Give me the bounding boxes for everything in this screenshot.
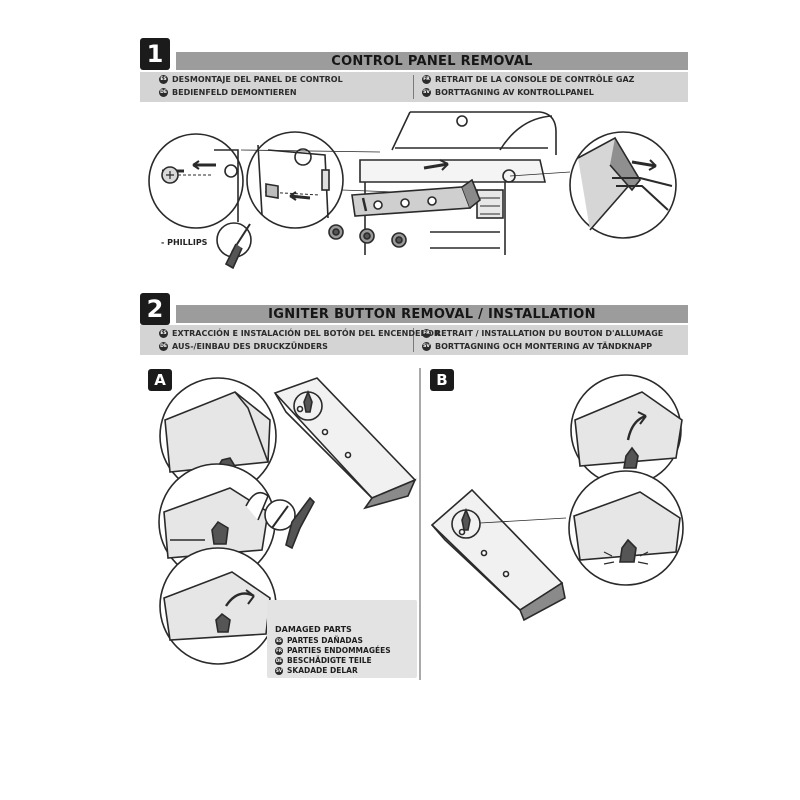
igniter-tray-b (430, 488, 566, 622)
step-2-translation-fr: FR RETRAIT / INSTALLATION DU BOUTON D'AL… (422, 329, 663, 338)
language-code-badge: SV (422, 88, 431, 97)
translation-text: AUS-/EINBAU DES DRUCKZÜNDERS (172, 342, 328, 351)
step-1-translations-panel (140, 72, 688, 102)
step-1-number: 1 (140, 38, 170, 70)
damaged-parts-row-sv: SV SKADADE DELAR (275, 666, 358, 675)
step-2-translation-de: DE AUS-/EINBAU DES DRUCKZÜNDERS (159, 342, 328, 351)
bracket-detail (246, 131, 344, 229)
language-code-badge: DE (159, 342, 168, 351)
translation-text: BEDIENFELD DEMONTIEREN (172, 88, 297, 97)
damaged-parts-text: SKADADE DELAR (287, 666, 358, 675)
damaged-parts-text: PARTES DAÑADAS (287, 636, 363, 645)
igniter-detail-b2 (568, 470, 684, 586)
damaged-parts-row-es: ES PARTES DAÑADAS (275, 636, 363, 645)
panel-b-label: B (430, 369, 454, 391)
control-knobs (328, 224, 407, 248)
step-2-translations-panel (140, 325, 688, 355)
wire-disconnect-detail (569, 131, 677, 239)
translation-text: BORTTAGNING AV KONTROLLPANEL (435, 88, 594, 97)
damaged-parts-row-fr: FR PARTIES ENDOMMAGÉES (275, 646, 391, 655)
step-2-translation-es: ES EXTRACCIÓN E INSTALACIÓN DEL BOTÓN DE… (159, 329, 440, 338)
translation-text: RETRAIT / INSTALLATION DU BOUTON D'ALLUM… (435, 329, 664, 338)
screw-removal-detail (148, 133, 244, 229)
step-2-translation-sv: SV BORTTAGNING OCH MONTERING AV TÄNDKNAP… (422, 342, 652, 351)
step-1-translation-es: ES DESMONTAJE DEL PANEL DE CONTROL (159, 75, 343, 84)
igniter-detail-b1 (570, 374, 683, 486)
damaged-parts-row-de: DE BESCHÄDIGTE TEILE (275, 656, 372, 665)
igniter-detail-a3 (159, 547, 277, 665)
translation-text: EXTRACCIÓN E INSTALACIÓN DEL BOTÓN DEL E… (172, 329, 441, 338)
language-code-badge: ES (159, 75, 168, 84)
igniter-tray-a (273, 377, 417, 510)
flat-screwdriver-icon (264, 496, 315, 550)
language-code-badge: ES (275, 636, 283, 645)
igniter-detail-a1 (159, 377, 277, 495)
panel-a-label: A (148, 369, 172, 391)
damaged-parts-title: DAMAGED PARTS (275, 625, 352, 634)
damaged-parts-box: DAMAGED PARTS ES PARTES DAÑADAS FR PARTI… (267, 600, 417, 678)
step-2-title: IGNITER BUTTON REMOVAL / INSTALLATION (176, 305, 688, 323)
igniter-detail-a2 (158, 463, 276, 581)
control-panel-part (351, 178, 481, 217)
language-code-badge: SV (275, 666, 283, 675)
translation-text: RETRAIT DE LA CONSOLE DE CONTRÔLE GAZ (435, 75, 635, 84)
phillips-tool-label: - PHILLIPS (161, 238, 208, 247)
step-1-translation-divider (413, 75, 414, 99)
step-2-translation-divider (413, 328, 414, 352)
phillips-screwdriver-icon (216, 222, 252, 270)
step-1-translation-sv: SV BORTTAGNING AV KONTROLLPANEL (422, 88, 594, 97)
translation-text: BORTTAGNING OCH MONTERING AV TÄNDKNAPP (435, 342, 653, 351)
damaged-parts-text: BESCHÄDIGTE TEILE (287, 656, 372, 665)
step-1-title: CONTROL PANEL REMOVAL (176, 52, 688, 70)
language-code-badge: FR (422, 329, 431, 338)
translation-text: DESMONTAJE DEL PANEL DE CONTROL (172, 75, 343, 84)
language-code-badge: DE (275, 656, 283, 665)
language-code-badge: DE (159, 88, 168, 97)
step-1-translation-de: DE BEDIENFELD DEMONTIEREN (159, 88, 297, 97)
grill-illustration (359, 111, 557, 255)
language-code-badge: FR (275, 646, 283, 655)
step-2-number: 2 (140, 293, 170, 325)
language-code-badge: SV (422, 342, 431, 351)
language-code-badge: FR (422, 75, 431, 84)
step-1-translation-fr: FR RETRAIT DE LA CONSOLE DE CONTRÔLE GAZ (422, 75, 634, 84)
language-code-badge: ES (159, 329, 168, 338)
damaged-parts-text: PARTIES ENDOMMAGÉES (287, 646, 391, 655)
